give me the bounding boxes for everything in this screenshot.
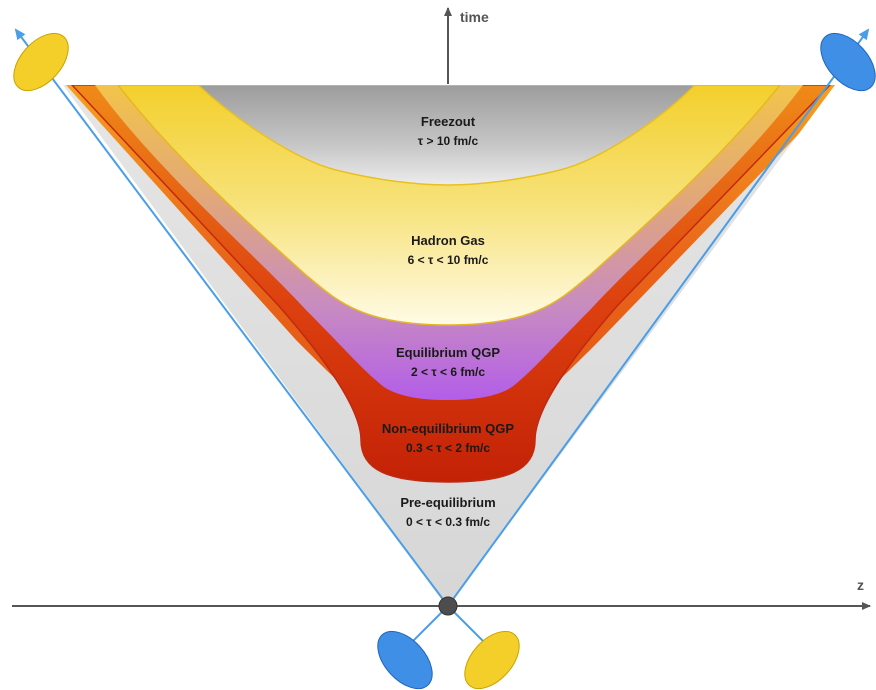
equilibrium-qgp-label: Equilibrium QGP [396,345,500,360]
non-equilibrium-qgp-range: 0.3 < τ < 2 fm/c [406,441,490,455]
nucleus-top-right-blue [820,32,876,92]
nucleus-top-left-yellow [13,32,69,92]
pre-equilibrium-label: Pre-equilibrium [400,495,495,510]
nucleus-bottom-right-yellow [464,630,520,690]
time-axis-label: time [460,9,489,25]
equilibrium-qgp-range: 2 < τ < 6 fm/c [411,365,485,379]
collision-point [438,596,458,616]
freezout-label: Freezout [421,114,476,129]
light-cone-left [14,28,449,607]
freezout-range: τ > 10 fm/c [418,134,479,148]
nucleus-bottom-left-blue [377,630,433,690]
light-cone-right [447,28,870,607]
z-axis-label: z [857,577,864,593]
pre-equilibrium-range: 0 < τ < 0.3 fm/c [406,515,490,529]
freezout-region [196,85,697,186]
non-equilibrium-qgp-label: Non-equilibrium QGP [382,421,514,436]
hadron-gas-label: Hadron Gas [411,233,485,248]
hadron-gas-range: 6 < τ < 10 fm/c [408,253,489,267]
